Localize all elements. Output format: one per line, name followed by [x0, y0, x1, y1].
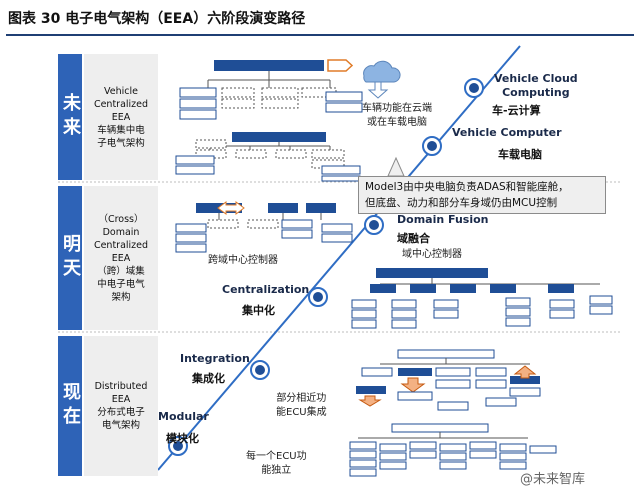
cross-domain-topology: [175, 201, 353, 253]
stage-node-vehicle-computer-icon: [422, 136, 442, 156]
note-domain-fusion: 域中心控制器: [402, 249, 462, 260]
stage-cloud-en-line: Vehicle Cloud: [494, 72, 578, 85]
era-future-label: 未来: [58, 54, 82, 180]
stage-cloud-en: Vehicle Cloud Computing: [494, 72, 578, 100]
era-tomorrow-desc-line: 架构: [111, 291, 131, 303]
era-present-desc-line: 分布式电子: [97, 407, 145, 418]
stage-cloud-cn: 车-云计算: [492, 104, 541, 117]
stage-node-cloud-icon: [464, 78, 484, 98]
era-tomorrow-desc-line: Domain: [102, 226, 140, 238]
callout-line: 但底盘、动力和部分车身域仍由MCU控制: [365, 197, 558, 209]
watermark: @未来智库: [520, 472, 586, 487]
era-future-desc-line: EEA: [111, 111, 131, 123]
stage-integration-cn: 集成化: [192, 372, 225, 385]
model3-callout: Model3由中央电脑负责ADAS和智能座舱， 但底盘、动力和部分车身域仍由MC…: [358, 176, 606, 214]
note-integration-line: 部分相近功: [276, 393, 327, 404]
stage-vehicle-computer-cn: 车载电脑: [498, 148, 542, 161]
era-tomorrow-label: 明天: [58, 186, 82, 330]
note-integration: 部分相近功 能ECU集成: [276, 392, 327, 420]
era-tomorrow-desc-line: （跨）域集: [97, 265, 145, 277]
note-integration-line: 能ECU集成: [276, 407, 327, 418]
era-tomorrow-desc-line: Centralized: [93, 239, 149, 251]
stage-node-integration-icon: [250, 360, 270, 380]
era-present-desc-line: EEA: [111, 394, 131, 405]
stage-domain-fusion-cn: 域融合: [397, 232, 430, 245]
note-modular-line: 每一个ECU功: [246, 451, 307, 462]
progression-line: [157, 45, 521, 471]
stage-cloud-en-line: Computing: [502, 86, 570, 99]
stage-modular-cn: 模块化: [166, 432, 199, 445]
modular-topology: [349, 423, 557, 477]
stage-centralization-en: Centralization: [222, 283, 310, 296]
stage-node-centralization-icon: [308, 287, 328, 307]
note-cloud-line: 或在车载电脑: [367, 117, 427, 128]
era-future-desc-line: Centralized: [93, 98, 149, 110]
era-present-label: 现在: [58, 336, 82, 476]
stage-node-modular-icon: [168, 436, 188, 456]
era-tomorrow-desc: （Cross） Domain Centralized EEA （跨）域集 中电子…: [84, 186, 158, 330]
note-modular-line: 能独立: [261, 465, 292, 476]
stage-centralization-cn: 集中化: [242, 304, 275, 317]
vehicle-central-topology: [175, 132, 361, 182]
era-present-desc: Distributed EEA 分布式电子 电气架构: [84, 336, 158, 476]
domain-controller-topology: [351, 268, 613, 329]
era-future-desc: Vehicle Centralized EEA 车辆集中电 子电气架构: [84, 54, 158, 180]
callout-pointer: [387, 156, 405, 177]
era-present-desc-line: Distributed: [94, 381, 148, 392]
arrow-right-icon: [327, 59, 354, 72]
stage-domain-fusion-en: Domain Fusion: [397, 213, 489, 226]
stage-node-domain-fusion-icon: [364, 215, 384, 235]
note-cloud-line: 车辆功能在云端: [362, 103, 432, 114]
stage-vehicle-computer-en: Vehicle Computer: [452, 126, 562, 139]
era-tomorrow-desc-line: EEA: [111, 252, 131, 264]
title-bar: 图表 30 电子电气架构（EEA）六阶段演变路径: [0, 0, 640, 38]
era-tomorrow-desc-line: 中电子电气: [97, 278, 145, 290]
integration-topology: [356, 349, 541, 411]
era-future-desc-line: Vehicle: [104, 85, 138, 97]
note-cloud: 车辆功能在云端 或在车载电脑: [362, 102, 432, 130]
era-present-desc-line: 电气架构: [101, 420, 140, 431]
figure-title: 图表 30 电子电气架构（EEA）六阶段演变路径: [8, 11, 306, 27]
stage-modular-en: Modular: [158, 410, 209, 423]
era-future-desc-line: 子电气架构: [97, 137, 145, 149]
era-future-desc-line: 车辆集中电: [97, 124, 145, 136]
cloud-icon: [363, 60, 401, 83]
note-centralization: 跨域中心控制器: [208, 255, 278, 266]
era-tomorrow-desc-line: （Cross）: [98, 213, 144, 225]
note-modular: 每一个ECU功 能独立: [246, 450, 307, 478]
stage-integration-en: Integration: [180, 352, 250, 365]
title-rule: [6, 34, 634, 36]
vehicle-computer-topology: [179, 59, 401, 120]
callout-line: Model3由中央电脑负责ADAS和智能座舱，: [365, 181, 569, 193]
